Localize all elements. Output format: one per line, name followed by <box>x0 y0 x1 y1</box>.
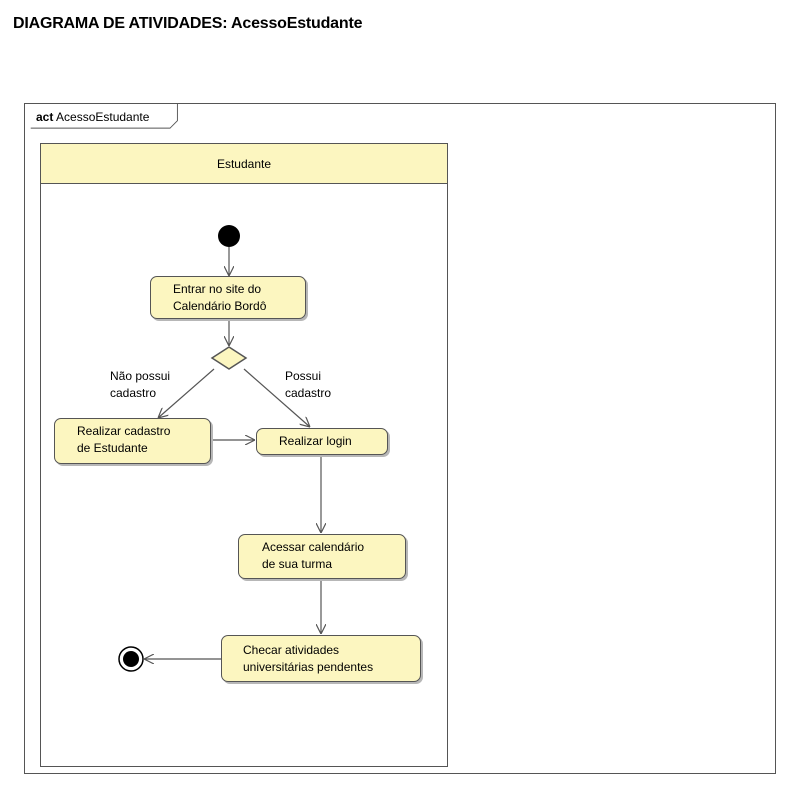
document-title: DIAGRAMA DE ATIVIDADES: AcessoEstudante <box>13 15 363 32</box>
flow-decision-to-login <box>243 368 310 427</box>
action-check-activities: Checar atividades universitárias pendent… <box>221 635 421 682</box>
guard-no-account: Não possui cadastro <box>110 369 171 400</box>
flow-decision-to-register <box>158 368 215 418</box>
action-login: Realizar login <box>256 428 388 455</box>
frame-keyword: act <box>36 110 54 124</box>
final-node-inner <box>123 651 139 667</box>
guard-has-account: Possui cadastro <box>285 369 332 400</box>
action-access-calendar: Acessar calendário de sua turma <box>238 534 406 579</box>
initial-node <box>218 225 240 247</box>
swimlane-estudante: Estudante <box>40 143 448 767</box>
frame-tab <box>30 104 178 129</box>
decision-node <box>210 346 248 370</box>
frame-label: act AcessoEstudante <box>36 110 149 124</box>
action-enter-site: Entrar no site do Calendário Bordô <box>150 276 306 319</box>
swimlane-header: Estudante <box>41 144 447 184</box>
frame-name: AcessoEstudante <box>56 110 150 124</box>
action-register: Realizar cadastro de Estudante <box>54 418 211 464</box>
